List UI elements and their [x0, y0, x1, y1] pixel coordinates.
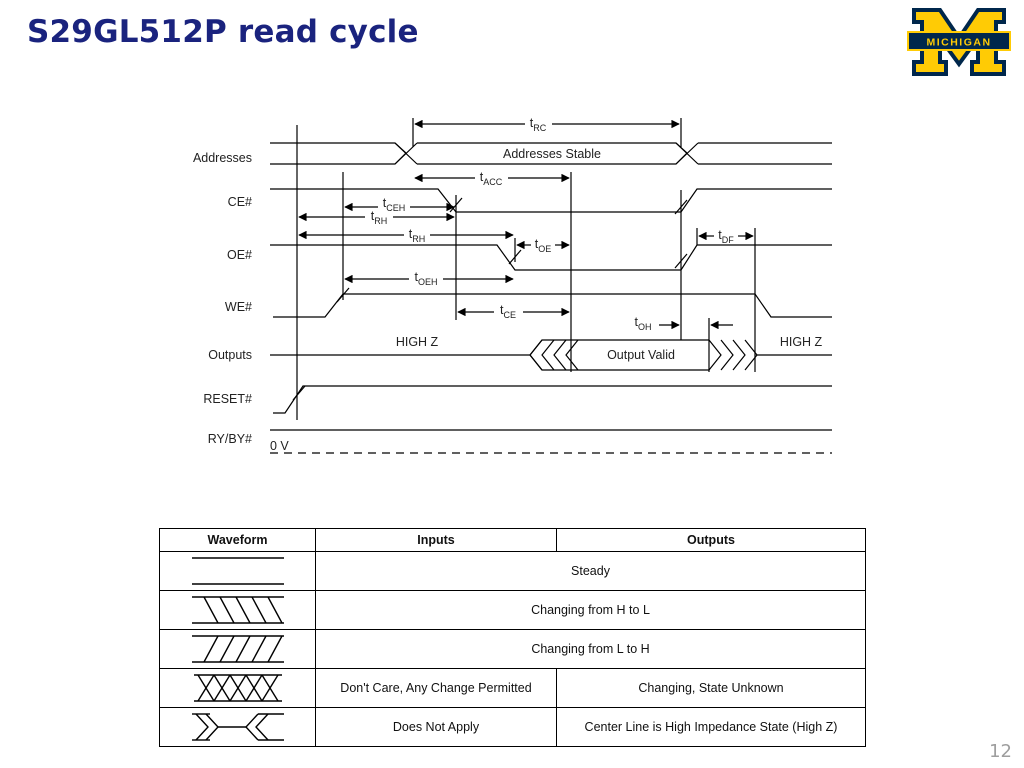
- michigan-logo: MICHIGAN: [907, 8, 1011, 76]
- logo-text: MICHIGAN: [926, 37, 991, 49]
- logo-banner: [907, 31, 1011, 51]
- legend-row: Steady: [159, 551, 866, 591]
- waveform-h-to-l-icon: [159, 590, 316, 630]
- tdf-label: tDF: [718, 228, 734, 245]
- legend-row-description: Changing from L to H: [315, 629, 866, 669]
- signal-label-we: WE#: [225, 300, 252, 314]
- waveform-high-z-icon: [159, 707, 316, 747]
- we-waveform: [273, 293, 832, 318]
- waveform-dont-care-icon: [159, 668, 316, 708]
- tceh-label: tCEH: [383, 196, 406, 213]
- slide-title: S29GL512P read cycle: [27, 14, 419, 50]
- addresses-stable-label: Addresses Stable: [503, 147, 601, 161]
- waveform-steady-icon: [159, 551, 316, 591]
- high-z-right-label: HIGH Z: [780, 335, 823, 349]
- signal-label-oe: OE#: [227, 248, 252, 262]
- legend-header-outputs: Outputs: [556, 528, 866, 552]
- trh-1-label: tRH: [371, 209, 387, 226]
- legend-header-inputs: Inputs: [315, 528, 557, 552]
- waveform-l-to-h-icon: [159, 629, 316, 669]
- toe-label: tOE: [535, 237, 552, 254]
- signal-label-reset: RESET#: [203, 392, 252, 406]
- page-number: 12: [989, 741, 1012, 762]
- legend-row: Don't Care, Any Change Permitted Changin…: [159, 668, 866, 708]
- legend-outputs-cell: Center Line is High Impedance State (Hig…: [556, 707, 866, 747]
- legend-row-description: Changing from H to L: [315, 590, 866, 630]
- reset-waveform: [273, 385, 832, 414]
- legend-inputs-cell: Don't Care, Any Change Permitted: [315, 668, 557, 708]
- legend-outputs-cell: Changing, State Unknown: [556, 668, 866, 708]
- toh-label: tOH: [635, 315, 652, 332]
- legend-row: Changing from H to L: [159, 590, 866, 630]
- legend-header-waveform: Waveform: [159, 528, 316, 552]
- waveform-legend-table: Waveform Inputs Outputs Steady: [159, 528, 866, 747]
- legend-row-description: Steady: [315, 551, 866, 591]
- legend-header-row: Waveform Inputs Outputs: [159, 528, 866, 552]
- legend-row: Does Not Apply Center Line is High Imped…: [159, 707, 866, 747]
- outputs-waveform: [270, 339, 832, 371]
- trh-2-label: tRH: [409, 227, 425, 244]
- toeh-label: tOEH: [415, 270, 438, 287]
- legend-row: Changing from L to H: [159, 629, 866, 669]
- output-valid-label: Output Valid: [607, 348, 675, 362]
- tacc-label: tACC: [480, 170, 503, 187]
- signal-label-addresses: Addresses: [193, 151, 252, 165]
- high-z-left-label: HIGH Z: [396, 335, 439, 349]
- tce-label: tCE: [500, 303, 516, 320]
- signal-label-ce: CE#: [228, 195, 252, 209]
- signal-label-outputs: Outputs: [208, 348, 252, 362]
- legend-inputs-cell: Does Not Apply: [315, 707, 557, 747]
- ce-waveform: [270, 188, 832, 213]
- signal-label-ry-by: RY/BY#: [208, 432, 252, 446]
- trc-label: tRC: [530, 116, 547, 133]
- oe-waveform: [270, 244, 832, 271]
- addresses-waveform: [270, 142, 832, 165]
- zero-v-label: 0 V: [270, 439, 289, 453]
